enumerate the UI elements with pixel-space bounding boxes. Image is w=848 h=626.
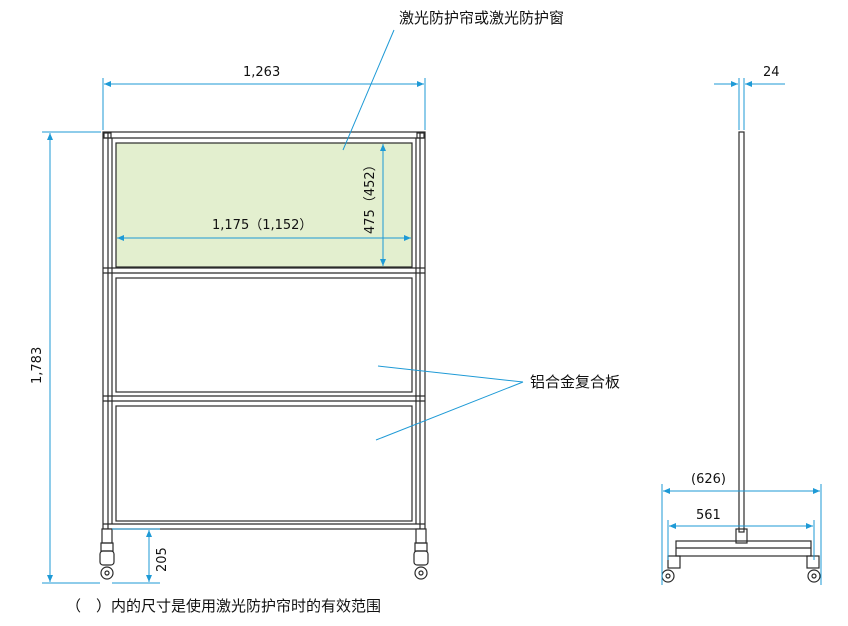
panel-callout-label: 铝合金复合板 — [530, 373, 621, 391]
caster-side-right — [807, 569, 821, 583]
laser-window — [115, 142, 413, 268]
leader-lines — [342, 29, 524, 441]
curtain-leader — [342, 29, 395, 151]
caster-left — [99, 528, 115, 580]
side-thickness-label: 24 — [763, 65, 780, 80]
footnote: （ ）内的尺寸是使用激光防护帘时的有效范围 — [66, 597, 382, 615]
side-post — [738, 131, 745, 533]
panel-leader-upper — [377, 365, 524, 383]
base-width-label: 561 — [696, 508, 721, 523]
side-view — [661, 131, 821, 583]
overall-height-label: 1,783 — [30, 346, 45, 384]
window-width-label: 1,175（1,152） — [212, 218, 313, 233]
window-height-label: 475（452） — [363, 158, 378, 234]
outer-frame — [102, 131, 426, 530]
side-dimensions — [661, 78, 822, 585]
caster-right — [413, 528, 429, 580]
panel-upper — [115, 277, 413, 393]
front-view — [99, 131, 429, 580]
overall-width-label: 1,263 — [243, 65, 281, 80]
base-width-curtain-label: (626) — [691, 472, 726, 487]
caster-side-left — [661, 569, 675, 583]
panel-leader-lower — [375, 381, 524, 441]
caster-height-label: 205 — [155, 547, 170, 572]
panel-lower — [115, 405, 413, 522]
curtain-callout-label: 激光防护帘或激光防护窗 — [399, 9, 565, 27]
